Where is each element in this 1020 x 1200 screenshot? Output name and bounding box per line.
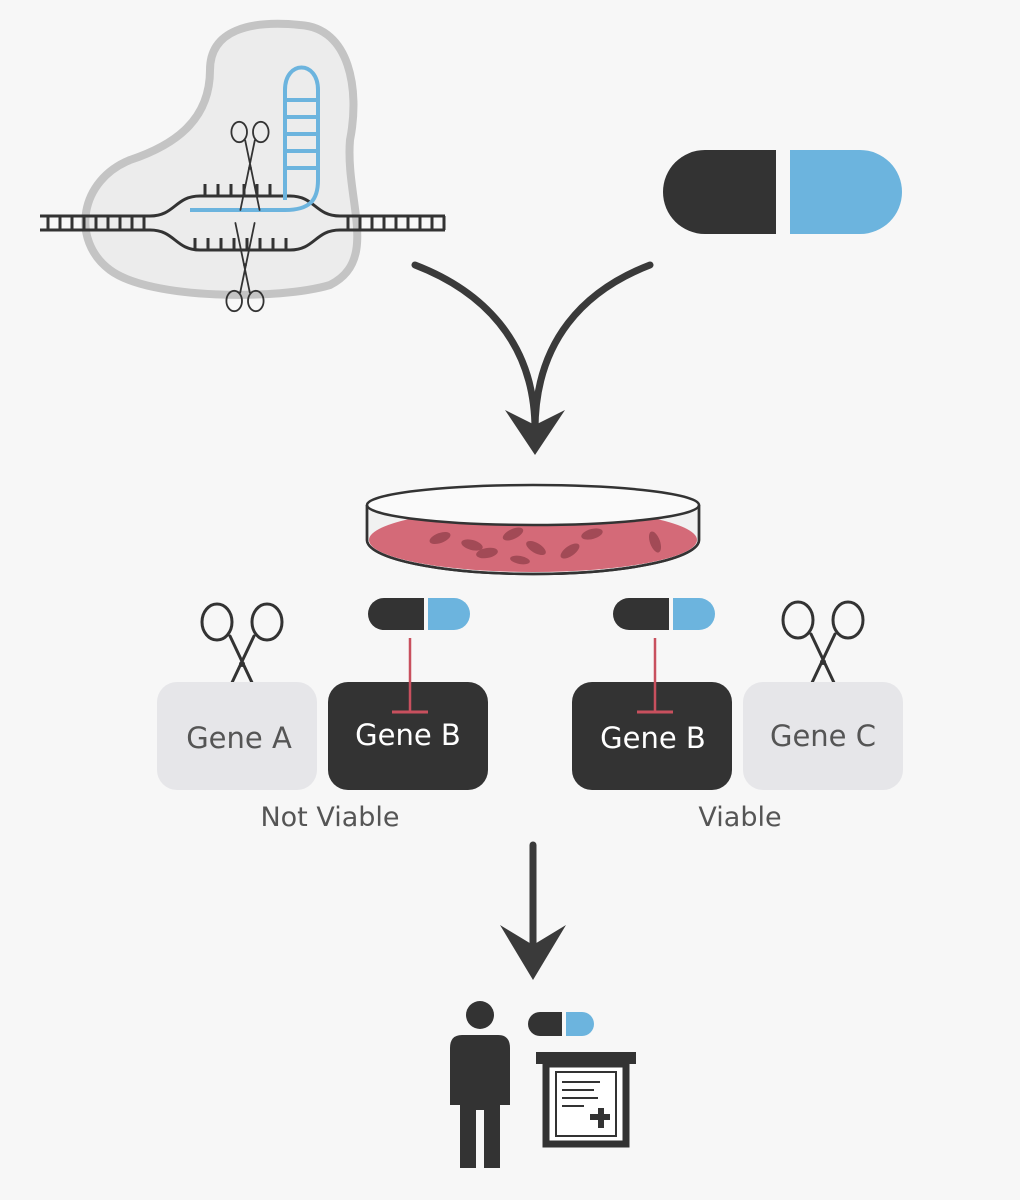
right-gene-pair: Gene B Gene C Viable bbox=[572, 598, 903, 833]
gene-c-box bbox=[743, 682, 903, 790]
drug-capsule-icon bbox=[663, 150, 902, 234]
gene-a-label: Gene A bbox=[186, 721, 292, 755]
petri-dish-icon bbox=[365, 483, 701, 576]
gene-b-label: Gene B bbox=[600, 721, 706, 755]
crispr-cas9-complex-icon bbox=[40, 19, 446, 313]
converging-arrow bbox=[411, 261, 654, 455]
gene-b-box bbox=[572, 682, 732, 790]
drug-capsule-icon bbox=[528, 1012, 594, 1036]
down-arrow bbox=[500, 841, 566, 980]
gene-b-box bbox=[328, 682, 488, 790]
viable-label: Viable bbox=[698, 802, 781, 833]
drug-capsule-icon bbox=[368, 598, 470, 630]
not-viable-label: Not Viable bbox=[260, 802, 399, 833]
prescription-clipboard-icon bbox=[536, 1052, 636, 1148]
left-gene-pair: Gene A Gene B Not Viable bbox=[157, 598, 488, 833]
gene-b-label: Gene B bbox=[355, 718, 461, 752]
person-icon bbox=[450, 1001, 510, 1168]
gene-c-label: Gene C bbox=[770, 719, 876, 753]
drug-capsule-icon bbox=[613, 598, 715, 630]
gene-a-box bbox=[157, 682, 317, 790]
